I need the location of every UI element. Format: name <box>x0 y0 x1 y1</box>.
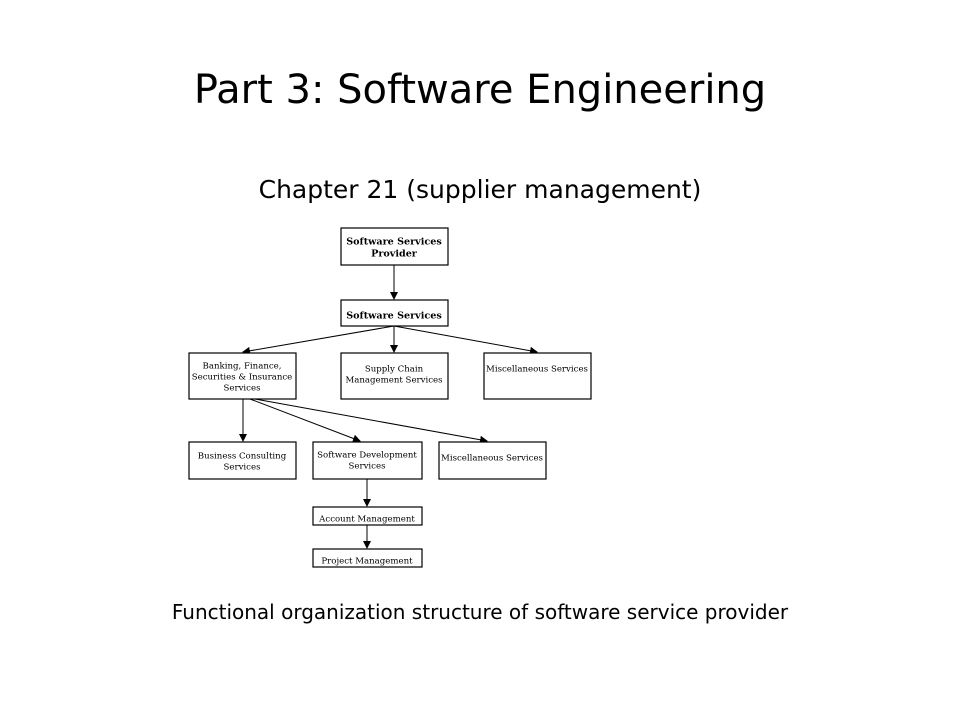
node-box <box>188 352 297 400</box>
node-label: Provider <box>371 249 418 260</box>
edge-services-to-bfsi <box>242 325 395 355</box>
node-bfsi: Banking, Finance,Securities & InsuranceS… <box>188 352 297 400</box>
slide-subtitle: Chapter 21 (supplier management) <box>258 175 702 204</box>
node-label: Services <box>224 463 261 473</box>
node-label: Software Services <box>346 311 442 322</box>
slide-title: Part 3: Software Engineering <box>193 67 767 113</box>
node-services: Software Services <box>340 299 449 327</box>
node-label: Miscellaneous Services <box>441 454 543 464</box>
node-box <box>188 441 297 480</box>
node-label: Services <box>224 384 261 394</box>
node-box <box>312 548 423 568</box>
node-label: Project Management <box>321 557 413 567</box>
node-box <box>312 441 423 480</box>
node-box <box>438 441 547 480</box>
node-label: Software Services <box>346 237 442 248</box>
node-box <box>340 352 449 400</box>
node-box <box>483 352 592 400</box>
node-misc2: Miscellaneous Services <box>438 441 547 480</box>
node-box <box>312 506 423 526</box>
node-label: Services <box>349 462 386 472</box>
node-misc1: Miscellaneous Services <box>483 352 592 400</box>
node-label: Account Management <box>318 515 415 525</box>
node-box <box>340 227 449 266</box>
edge-bfsi-to-misc2 <box>254 398 488 444</box>
node-label: Business Consulting <box>198 452 287 462</box>
node-label: Miscellaneous Services <box>486 365 588 375</box>
figure-caption: Functional organization structure of sof… <box>171 600 789 624</box>
edge-bfsi-to-devsvc <box>249 398 361 443</box>
node-account: Account Management <box>312 506 423 526</box>
node-label: Software Development <box>317 451 417 461</box>
node-label: Supply Chain <box>365 365 424 375</box>
node-label: Securities & Insurance <box>192 373 293 383</box>
node-project: Project Management <box>312 548 423 568</box>
node-label: Management Services <box>345 376 442 386</box>
edge-services-to-misc1 <box>393 325 538 355</box>
node-label: Banking, Finance, <box>203 362 282 372</box>
node-box <box>340 299 449 327</box>
